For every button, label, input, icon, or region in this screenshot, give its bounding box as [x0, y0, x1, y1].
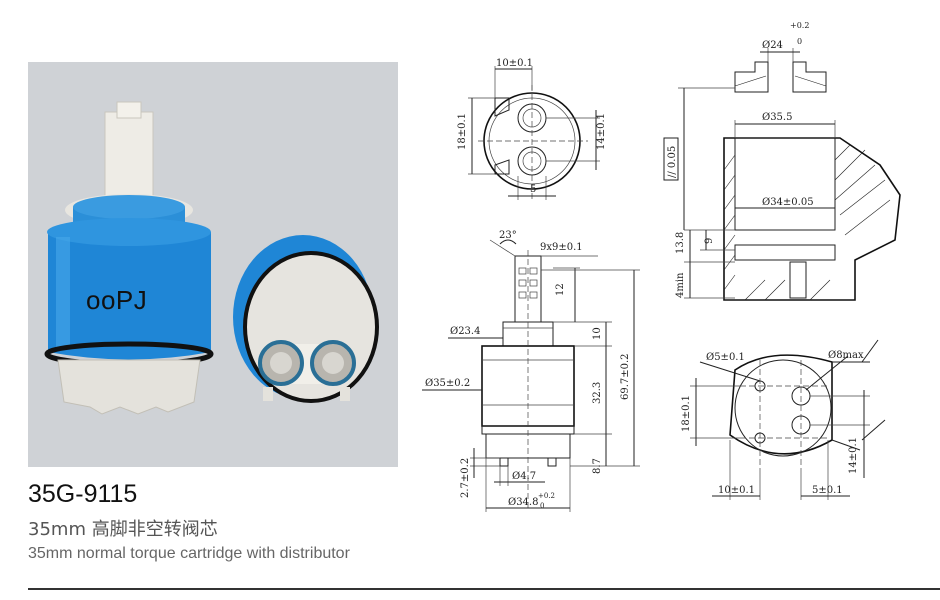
side-dim-pin-diam: Ø4.7 [512, 471, 536, 482]
side-dim-base-tol-upper: +0.2 [538, 492, 555, 500]
housing-dim-9: 9 [704, 238, 715, 244]
seat-view-drawing: Ø5±0.1 Ø8max 18±0.1 14±0.1 10±0.1 5±0.1 [681, 339, 886, 500]
seat-dim-width-right: 5±0.1 [812, 485, 843, 496]
side-dim-spline: 9x9±0.1 [540, 242, 583, 253]
side-dim-total-height: 69.7±0.2 [620, 353, 631, 400]
title-english: 35mm normal torque cartridge with distri… [28, 545, 350, 562]
side-dim-stem: 12 [555, 283, 566, 296]
side-dim-foot: 8.7 [592, 458, 603, 474]
housing-dim-seat-diam: Ø24 [762, 40, 783, 51]
top-dim-height-left: 18±0.1 [457, 113, 468, 150]
housing-dim-4min: 4min [675, 272, 686, 298]
cartridge-upright [44, 101, 214, 415]
seat-dim-height-left: 18±0.1 [681, 395, 692, 432]
title-chinese: 35mm 高脚非空转阀芯 [28, 519, 218, 540]
side-dim-10: 10 [592, 327, 603, 340]
seat-dim-height-right: 14±0.1 [848, 437, 859, 474]
side-dim-diam-top: Ø23.4 [450, 326, 480, 337]
housing-dim-bore: Ø35.5 [762, 112, 792, 123]
side-dim-pin-height: 2.7±0.2 [460, 458, 471, 498]
housing-dim-inner: Ø34±0.05 [762, 197, 814, 208]
cartridge-tilted [233, 235, 379, 403]
housing-dim-13-8: 13.8 [675, 232, 686, 254]
seat-dim-port: Ø8max [828, 350, 864, 361]
brand-mark: ooPJ [86, 285, 148, 315]
side-dim-angle: 23° [499, 230, 517, 241]
model-number: 35G-9115 [28, 480, 138, 508]
seat-dim-hole: Ø5±0.1 [706, 352, 745, 363]
side-dim-body-height: 32.3 [592, 382, 603, 404]
top-dim-height-right: 14±0.1 [596, 113, 607, 150]
side-dim-base-tol-lower: 0 [540, 502, 544, 510]
cartridge-photo-illustration [44, 101, 379, 415]
housing-dim-seat-tol-upper: +0.2 [790, 21, 809, 30]
housing-dim-seat-tol-lower: 0 [797, 37, 802, 46]
product-photo: ooPJ [28, 62, 398, 467]
top-dim-gap: 5 [530, 184, 536, 195]
top-view-drawing: 10±0.1 18±0.1 14±0.1 5 [457, 58, 607, 200]
housing-section-drawing: Ø24 +0.2 0 Ø35.5 // 0.05 Ø34±0 [663, 21, 901, 301]
side-dim-base-diam: Ø34.8 [508, 497, 538, 508]
top-dim-width: 10±0.1 [496, 58, 533, 69]
housing-dim-parallel: // 0.05 [667, 146, 678, 178]
seat-dim-width-left: 10±0.1 [718, 485, 755, 496]
side-dim-diam-body: Ø35±0.2 [425, 378, 470, 389]
side-view-drawing: 23° 9x9±0.1 12 Ø23.4 10 Ø35±0.2 32.3 69.… [422, 230, 640, 512]
bottom-divider [28, 588, 940, 590]
